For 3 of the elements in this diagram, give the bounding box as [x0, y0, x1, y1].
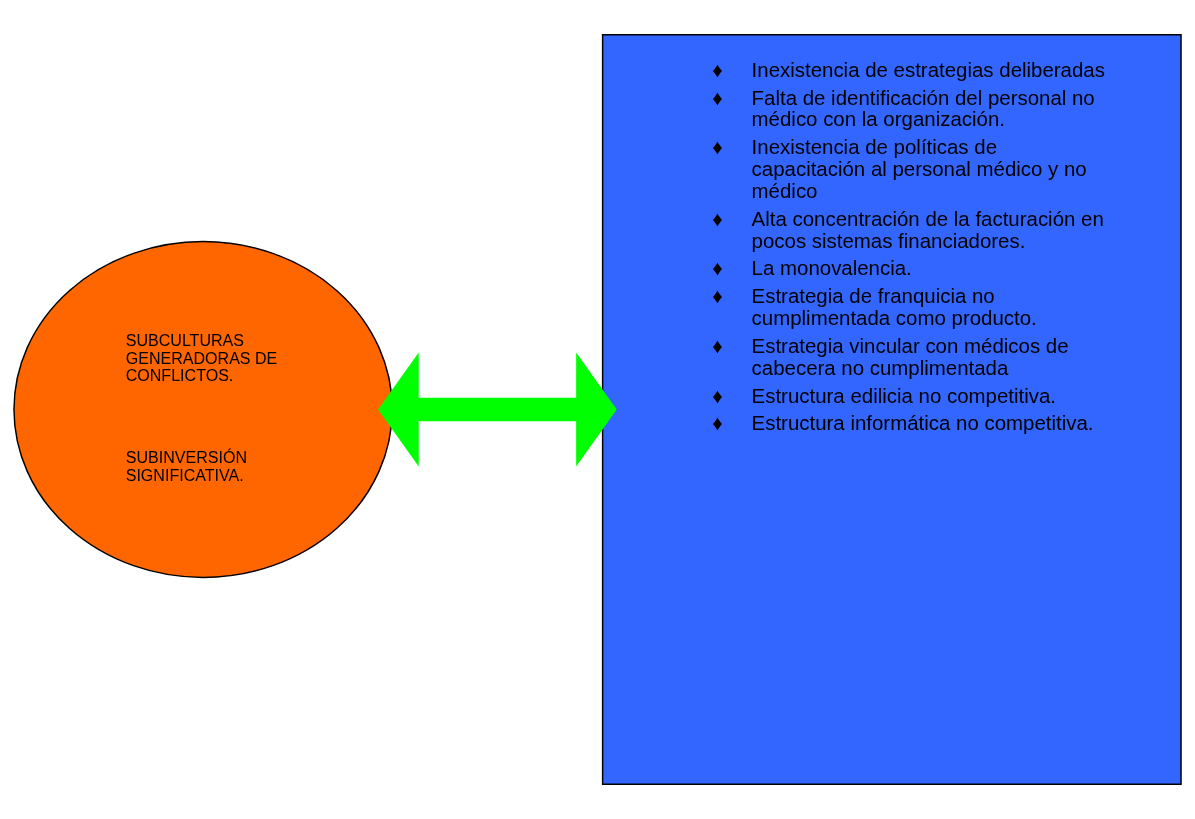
arrow — [378, 352, 617, 467]
node-box: ♦ Inexistencia de estrategias deliberadas ♦ Falta de identificación del personal no médico con la organización. ♦ Inexistencia de políticas de capacitación al personal médico y no médico ♦ Alta concentración de la facturación en pocos sistemas financiadores. ♦ La monovalencia. ♦ Estrategia de franquicia no cumplimentada como producto. ♦ Estrategia vincular con médicos de cabecera no cumplimentada ♦ Estructura edilicia no competitiva. ♦ Estructura informática no competitiva. — [601, 34, 1182, 785]
node-ellipse: SUBCULTURAS GENERADORAS DE CONFLICTOS. SUBINVERSIÓN SIGNIFICATIVA. — [13, 240, 393, 579]
